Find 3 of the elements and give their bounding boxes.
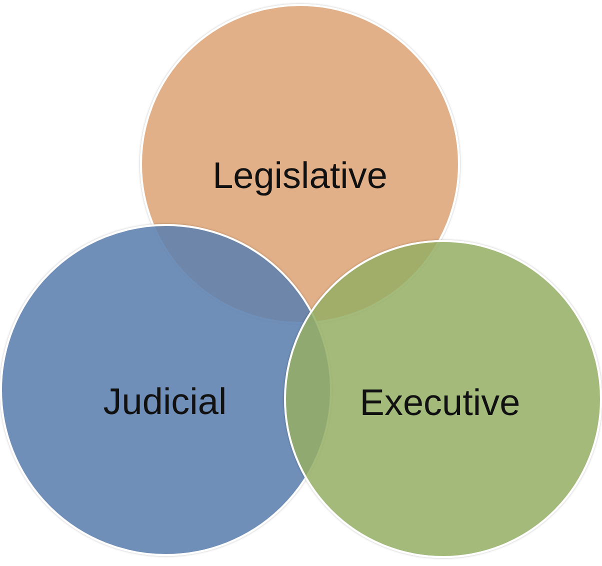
circle-label: Executive xyxy=(360,382,520,424)
circle-label: Judicial xyxy=(103,381,227,423)
circle-label: Legislative xyxy=(212,155,388,197)
